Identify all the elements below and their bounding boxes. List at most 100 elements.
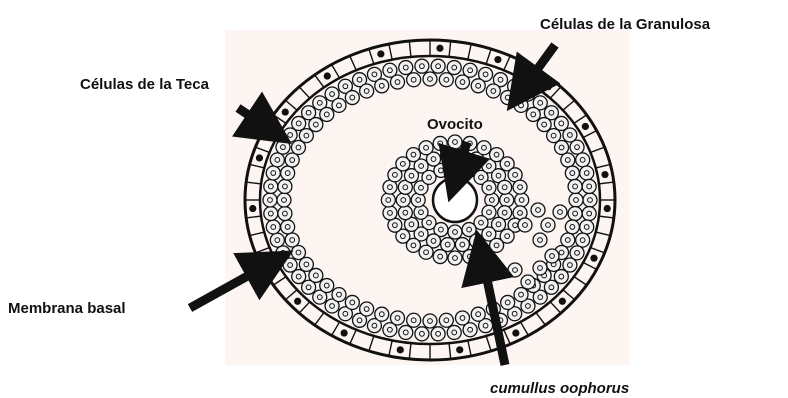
theca-nucleus (436, 45, 443, 52)
granulosa-cell (285, 153, 299, 167)
cumulus-cell (482, 181, 496, 195)
cumulus-cell (477, 141, 491, 155)
label-ovocito: Ovocito (427, 116, 483, 133)
granulosa-cell (554, 270, 568, 284)
granulosa-cell (555, 141, 569, 155)
granulosa-cell (471, 79, 485, 93)
cumulus-cell (383, 206, 397, 220)
theca-nucleus (262, 255, 269, 262)
cumulus-cell (448, 251, 462, 265)
granulosa-cell (391, 75, 405, 89)
granulosa-cell (332, 98, 346, 112)
granulosa-cell (431, 327, 445, 341)
oocyte (433, 178, 477, 222)
cumulus-cell (398, 206, 412, 220)
granulosa-cell (264, 207, 278, 221)
granulosa-cell (514, 98, 528, 112)
granulosa-cell (570, 140, 584, 154)
cumulus-cell (498, 180, 512, 194)
granulosa-cell (270, 233, 284, 247)
theca-nucleus (512, 329, 519, 336)
cumulus-cell (477, 245, 491, 259)
granulosa-cell (471, 307, 485, 321)
theca-nucleus (377, 50, 384, 57)
theca-nucleus (294, 298, 301, 305)
cumulus-cell (433, 136, 447, 150)
label-cumulus-oophorus: cumullus oophorus (490, 380, 629, 397)
cumulus-cell (396, 193, 410, 207)
granulosa-cell (526, 107, 540, 121)
granulosa-cell (345, 295, 359, 309)
cumulus-cell (419, 141, 433, 155)
granulosa-cell (299, 129, 313, 143)
granulosa-cell (399, 61, 413, 75)
theca-nucleus (397, 346, 404, 353)
cumulus-cell (448, 225, 462, 239)
granulosa-cell (580, 166, 594, 180)
theca-nucleus (256, 154, 263, 161)
theca-nucleus (282, 108, 289, 115)
granulosa-cell (266, 166, 280, 180)
label-membrana-basal: Membrana basal (8, 300, 126, 317)
granulosa-cell (266, 220, 280, 234)
granulosa-cell (580, 220, 594, 234)
granulosa-cell (415, 59, 429, 73)
theca-nucleus (604, 205, 611, 212)
theca-nucleus (456, 346, 463, 353)
granulosa-cell (399, 325, 413, 339)
granulosa-cell (537, 118, 551, 132)
cumulus-cell (518, 218, 532, 232)
granulosa-cell (391, 311, 405, 325)
granulosa-cell (431, 59, 445, 73)
granulosa-cell (565, 166, 579, 180)
granulosa-cell (439, 313, 453, 327)
granulosa-cell (576, 153, 590, 167)
granulosa-cell (309, 268, 323, 282)
granulosa-cell (264, 179, 278, 193)
granulosa-cell (561, 233, 575, 247)
granulosa-cell (501, 91, 515, 105)
cumulus-cell (545, 249, 559, 263)
granulosa-cell (292, 116, 306, 130)
cumulus-cell (553, 205, 567, 219)
cumulus-cell (448, 135, 462, 149)
cumulus-cell (500, 193, 514, 207)
granulosa-cell (407, 73, 421, 87)
cumulus-cell (463, 250, 477, 264)
granulosa-cell (568, 207, 582, 221)
granulosa-cell (320, 107, 334, 121)
granulosa-cell (281, 220, 295, 234)
cumulus-cell (508, 263, 522, 277)
cumulus-cell (521, 275, 535, 289)
theca-nucleus (249, 205, 256, 212)
cumulus-cell (515, 193, 529, 207)
cumulus-cell (433, 250, 447, 264)
theca-nucleus (494, 56, 501, 63)
granulosa-cell (486, 84, 500, 98)
granulosa-cell (415, 327, 429, 341)
theca-nucleus (601, 171, 608, 178)
granulosa-cell (576, 233, 590, 247)
granulosa-cell (278, 207, 292, 221)
granulosa-cell (277, 193, 291, 207)
granulosa-cell (360, 302, 374, 316)
granulosa-cell (270, 153, 284, 167)
cumulus-cell (531, 203, 545, 217)
theca-nucleus (590, 255, 597, 262)
granulosa-cell (561, 153, 575, 167)
cumulus-cell (381, 193, 395, 207)
granulosa-cell (583, 193, 597, 207)
theca-nucleus (545, 83, 552, 90)
granulosa-cell (447, 61, 461, 75)
cumulus-cell (533, 233, 547, 247)
granulosa-cell (582, 207, 596, 221)
cumulus-cell (406, 148, 420, 162)
granulosa-cell (281, 166, 295, 180)
granulosa-cell (455, 311, 469, 325)
granulosa-cell (439, 73, 453, 87)
theca-nucleus (582, 123, 589, 130)
cumulus-cell (419, 245, 433, 259)
granulosa-cell (360, 84, 374, 98)
granulosa-cell (345, 91, 359, 105)
